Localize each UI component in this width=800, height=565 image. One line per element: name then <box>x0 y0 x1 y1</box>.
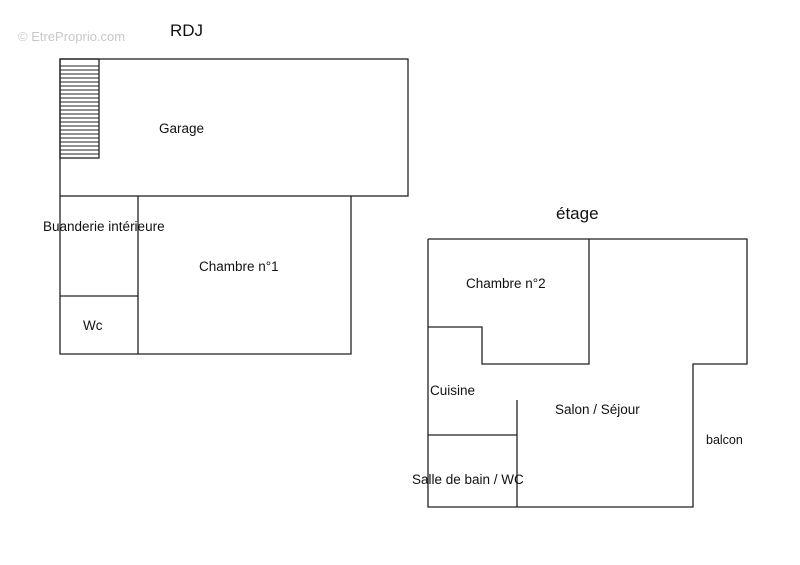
ground-floor-title: RDJ <box>170 21 203 40</box>
room-label-bedroom-2: Chambre n°2 <box>466 276 546 291</box>
room-label-laundry: Buanderie intérieure <box>43 219 165 234</box>
upper-floor-plan: étage Chambre n°2 Cuisine Salon / Séjour… <box>412 204 748 508</box>
room-label-garage: Garage <box>159 121 204 136</box>
room-label-wc: Wc <box>83 318 103 333</box>
garage-walls <box>59 58 409 197</box>
room-label-balcony: balcon <box>706 433 743 447</box>
watermark: © EtreProprio.com <box>18 29 125 44</box>
room-label-living: Salon / Séjour <box>555 402 640 417</box>
lower-block-walls <box>59 196 352 355</box>
bedroom-2-partition <box>428 239 590 365</box>
staircase-icon <box>59 58 100 159</box>
ground-floor-plan: RDJ Garage Buanderie intérieure Chambre … <box>43 21 409 355</box>
room-label-kitchen: Cuisine <box>430 383 475 398</box>
room-label-bedroom-1: Chambre n°1 <box>199 259 279 274</box>
upper-floor-outer-walls <box>427 238 748 508</box>
room-label-bathroom: Salle de bain / WC <box>412 472 524 487</box>
upper-floor-title: étage <box>556 204 599 223</box>
